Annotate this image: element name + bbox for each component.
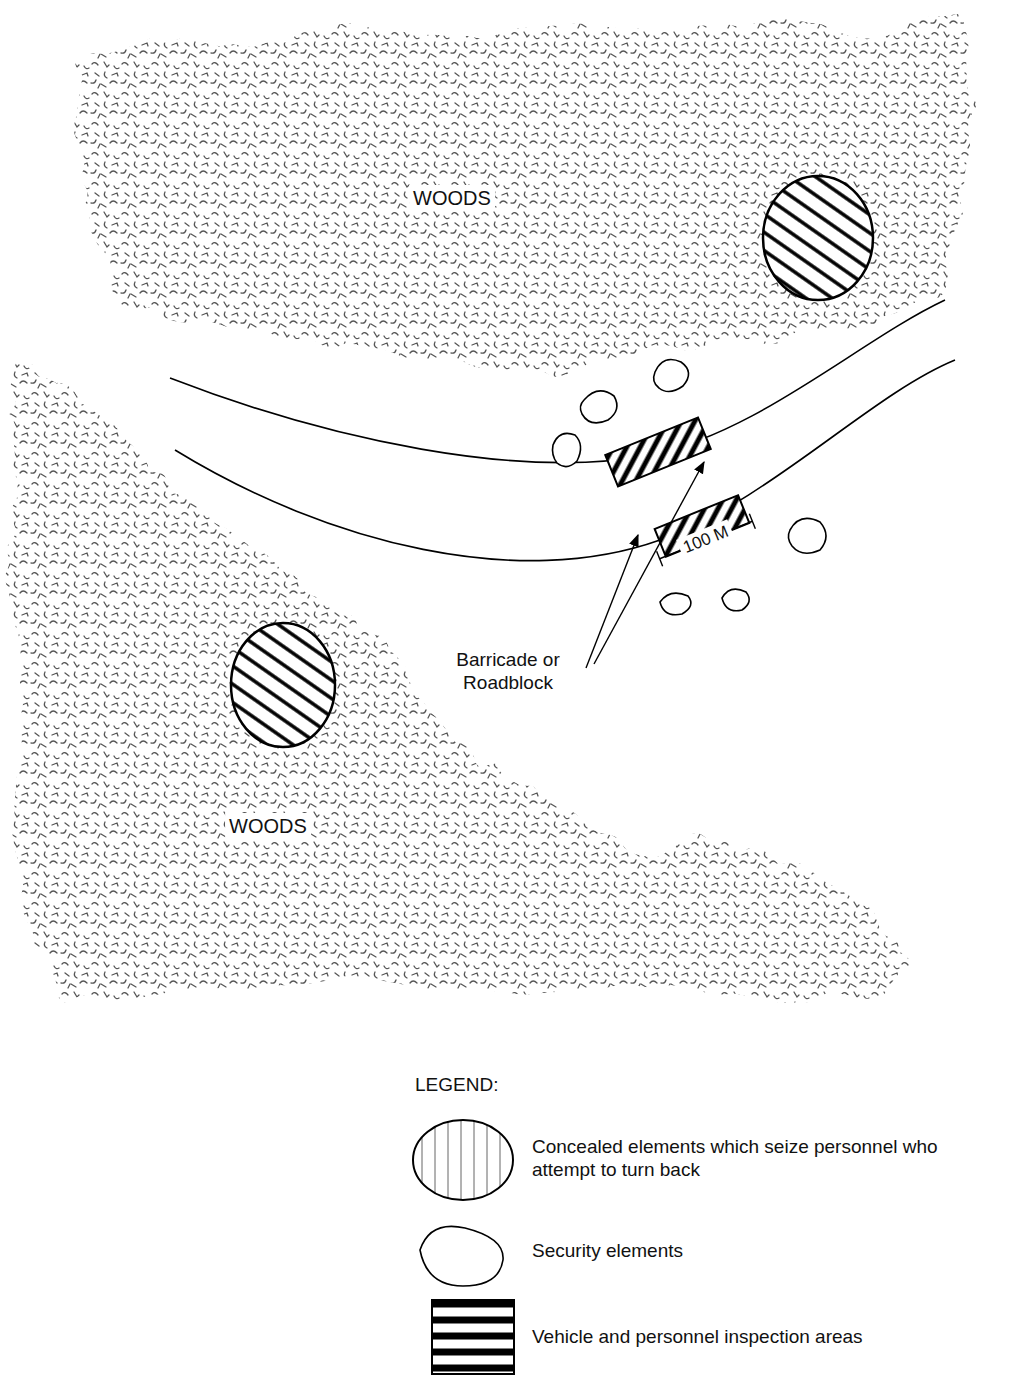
woods-label: WOODS (225, 813, 311, 839)
woods-label: WOODS (409, 185, 495, 211)
leader-arrow (594, 462, 704, 664)
legend-heading: LEGEND: (415, 1074, 498, 1097)
concealed-element (231, 623, 335, 747)
concealed-element (763, 176, 873, 300)
legend-text: Security elements (532, 1240, 1002, 1263)
woods-region (74, 14, 977, 377)
legend-text: Concealed elements which seize personnel… (532, 1136, 1002, 1182)
woods-region (5, 360, 913, 1003)
legend-text: Vehicle and personnel inspection areas (532, 1326, 1002, 1349)
inspection-area (605, 418, 710, 487)
legend-security-sample (420, 1226, 503, 1286)
legend-concealed-sample (413, 1120, 513, 1200)
road-edge (175, 360, 955, 561)
security-elements (553, 360, 827, 615)
callout-label: Barricade or Roadblock (434, 648, 582, 696)
legend-inspection-sample (432, 1300, 514, 1374)
leader-arrow (586, 535, 638, 668)
